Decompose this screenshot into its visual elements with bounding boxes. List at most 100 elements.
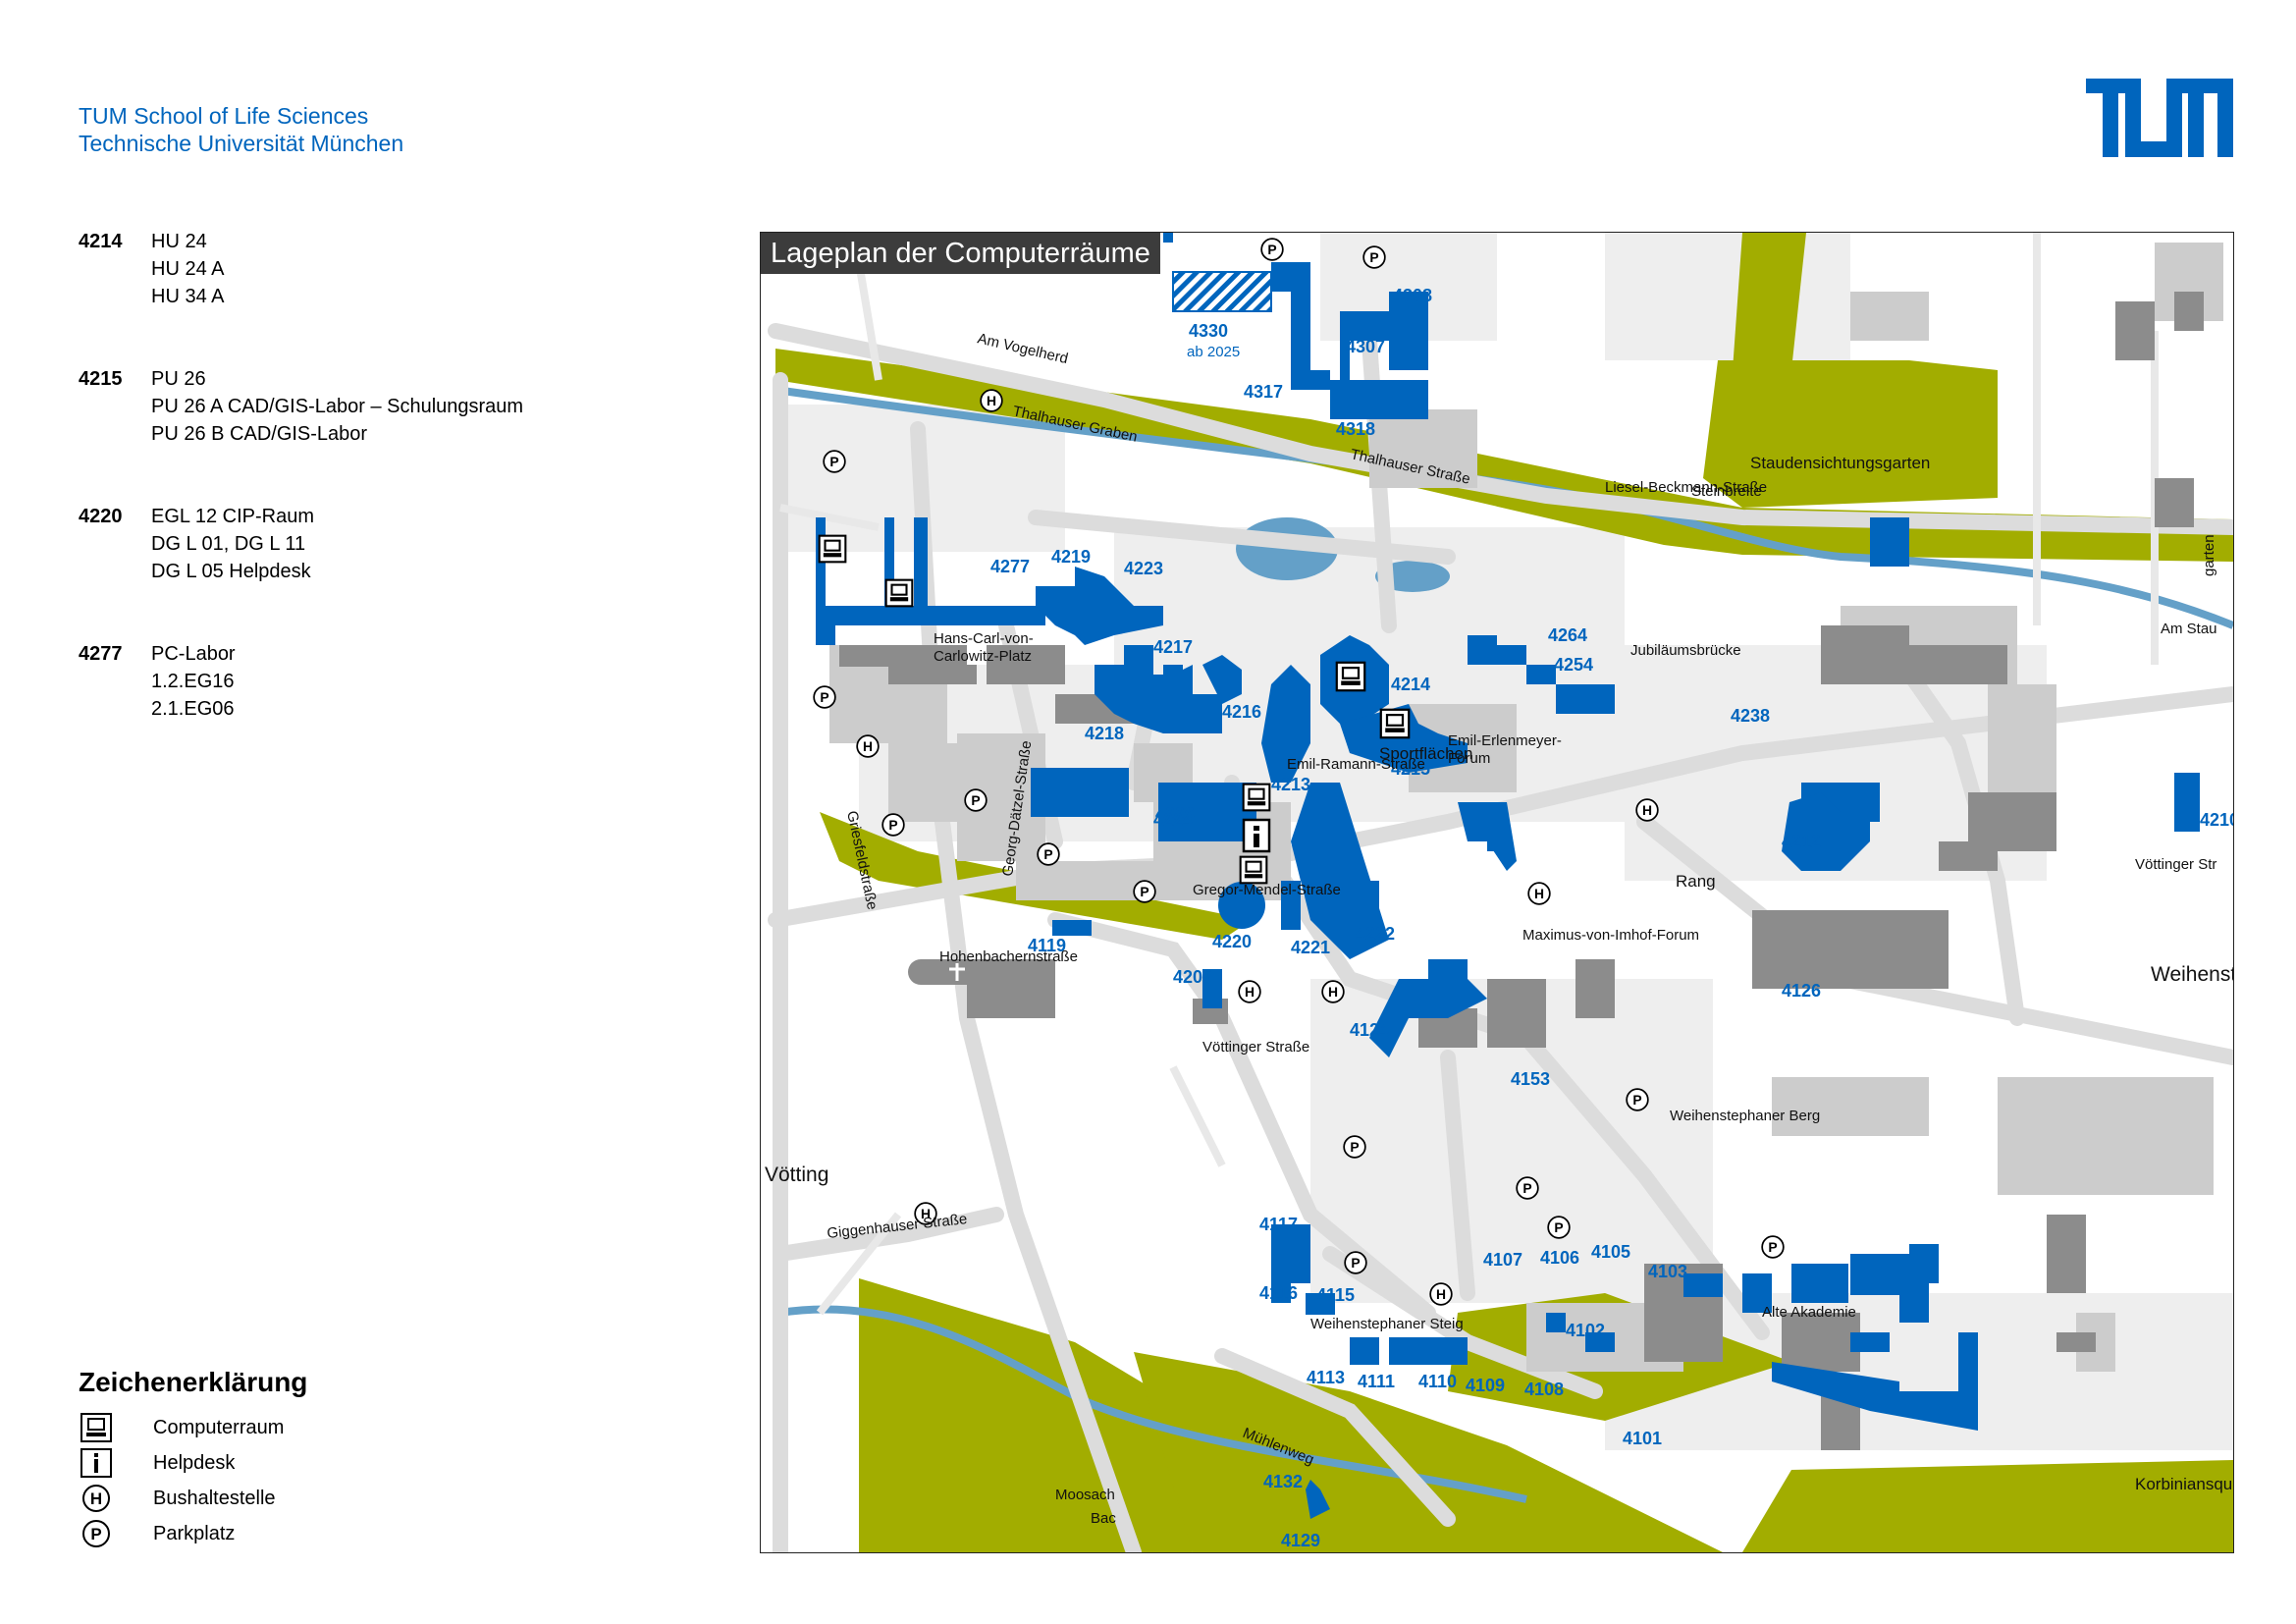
label-4213: 4213 xyxy=(1271,775,1310,794)
label-4109: 4109 xyxy=(1466,1376,1505,1395)
legend-item-computer: Computerraum xyxy=(79,1410,307,1445)
label-4223: 4223 xyxy=(1124,559,1163,578)
place-weihenstephan: Weihenstep xyxy=(2151,963,2233,986)
label-4103: 4103 xyxy=(1648,1262,1687,1281)
svg-text:H: H xyxy=(90,1489,102,1508)
label-4308: 4308 xyxy=(1393,286,1432,305)
label-4277: 4277 xyxy=(990,557,1030,576)
label-4238: 4238 xyxy=(1731,706,1770,726)
computer-room-markers[interactable] xyxy=(818,534,1411,885)
legend-title: Zeichenerklärung xyxy=(79,1367,308,1397)
room-entry: DG L 05 Helpdesk xyxy=(151,561,311,582)
label-4226: 4226 xyxy=(1155,804,1195,824)
label-4217: 4217 xyxy=(1153,637,1193,657)
parking-icon xyxy=(1344,1251,1367,1274)
parking-icon xyxy=(1761,1235,1785,1259)
university-name: Technische Universität München xyxy=(79,131,404,156)
street-steinbreite: Steinbreite xyxy=(1691,483,1762,500)
bus-stop-icon xyxy=(1527,882,1551,905)
svg-text:P: P xyxy=(90,1525,101,1543)
room-group-4215: 4215 PU 26 PU 26 A CAD/GIS-Labor – Schul… xyxy=(79,365,523,448)
bus-stop-icon xyxy=(1429,1282,1453,1306)
label-4108: 4108 xyxy=(1524,1380,1564,1399)
label-4101: 4101 xyxy=(1623,1429,1662,1448)
computer-icon xyxy=(1239,855,1268,885)
parking-icon xyxy=(1133,880,1156,903)
street-weihenstephaner-steig: Weihenstephaner Steig xyxy=(1310,1316,1464,1332)
tum-logo xyxy=(2086,79,2233,157)
river-moosach: Moosach xyxy=(1055,1487,1115,1503)
place-staudensichtungsgarten: Staudensichtungsgarten xyxy=(1750,454,1930,472)
bus-stop-icon xyxy=(1238,980,1261,1003)
street-voettinger-east: Vöttinger Str xyxy=(2135,856,2216,873)
label-4126: 4126 xyxy=(1782,981,1821,1001)
label-4216: 4216 xyxy=(1222,702,1261,722)
label-4110: 4110 xyxy=(1418,1372,1457,1391)
street-alte-akademie: Alte Akademie xyxy=(1762,1304,1856,1321)
label-4318: 4318 xyxy=(1336,419,1375,439)
room-entry: DG L 01, DG L 11 xyxy=(151,533,306,555)
label-4220: 4220 xyxy=(1212,932,1252,951)
label-4124: 4124 xyxy=(1350,1020,1389,1040)
street-emil-ramann: Emil-Ramann-Straße xyxy=(1287,756,1425,773)
label-4214: 4214 xyxy=(1391,675,1430,694)
label-4117: 4117 xyxy=(1259,1215,1298,1234)
legend-label: Helpdesk xyxy=(153,1451,236,1474)
tum-buildings[interactable] xyxy=(816,233,2200,1519)
room-entry: HU 24 xyxy=(151,231,207,252)
computer-icon xyxy=(818,534,847,564)
parking-icon xyxy=(1516,1176,1539,1200)
street-hans-carl-2: Carlowitz-Platz xyxy=(934,648,1032,665)
street-gregor-mendel: Gregor-Mendel-Straße xyxy=(1193,882,1341,898)
place-voetting: Vötting xyxy=(765,1164,828,1186)
room-entry: 1.2.EG16 xyxy=(151,671,235,692)
parking-icon xyxy=(1362,245,1386,269)
street-maximus: Maximus-von-Imhof-Forum xyxy=(1522,927,1699,944)
street-emil-erlenmeyer-1: Emil-Erlenmeyer- xyxy=(1448,732,1562,749)
street-voettinger: Vöttinger Straße xyxy=(1202,1039,1309,1056)
parking-icon: P xyxy=(82,1520,110,1547)
parking-icon xyxy=(964,788,988,812)
label-4205: 4205 xyxy=(1173,967,1212,987)
bus-stop-icon xyxy=(856,734,880,758)
room-group-4220: 4220 EGL 12 CIP-Raum DG L 01, DG L 11 DG… xyxy=(79,503,523,585)
label-4264: 4264 xyxy=(1548,625,1587,645)
building-labels: 4330 ab 2025 4317 4307 4308 4318 4277 42… xyxy=(990,286,2233,1550)
place-labels: Staudensichtungsgarten Sportflächen Rang… xyxy=(765,454,2233,1493)
room-entry: HU 24 A xyxy=(151,258,225,280)
street-bac: Bac xyxy=(1091,1510,1116,1527)
building-4212[interactable] xyxy=(1782,792,1870,871)
label-4106: 4106 xyxy=(1540,1248,1579,1268)
label-4113: 4113 xyxy=(1307,1368,1345,1387)
map-canvas[interactable]: H P xyxy=(761,233,2233,1552)
room-group-4214: 4214 HU 24 HU 24 A HU 34 A xyxy=(79,228,523,310)
legend: Zeichenerklärung Computerraum Helpdesk H… xyxy=(79,1367,307,1551)
computer-icon xyxy=(884,578,914,608)
street-hans-carl-1: Hans-Carl-von- xyxy=(934,630,1034,647)
label-4102: 4102 xyxy=(1566,1321,1605,1340)
room-entry: PC-Labor xyxy=(151,643,236,665)
street-weihenstephaner-berg: Weihenstephaner Berg xyxy=(1670,1108,1820,1124)
map-title: Lageplan der Computerräume xyxy=(761,233,1160,274)
parking-icon xyxy=(1626,1088,1649,1111)
bus-stop-icon xyxy=(1635,798,1659,822)
room-entry: HU 34 A xyxy=(151,286,225,307)
label-4218: 4218 xyxy=(1085,724,1124,743)
label-4107: 4107 xyxy=(1483,1250,1522,1270)
label-4330: 4330 xyxy=(1189,321,1228,341)
building-number: 4214 xyxy=(79,231,123,252)
note-4330: ab 2025 xyxy=(1187,344,1240,360)
label-4119: 4119 xyxy=(1028,936,1066,955)
campus-map[interactable]: Lageplan der Computerräume H P xyxy=(760,232,2234,1553)
parking-icon xyxy=(813,685,836,709)
parking-icon xyxy=(1343,1135,1366,1159)
parking-icon xyxy=(1547,1216,1571,1239)
room-list: 4214 HU 24 HU 24 A HU 34 A 4215 PU 26 PU… xyxy=(79,228,523,778)
label-4221: 4221 xyxy=(1291,938,1330,957)
label-4215: 4215 xyxy=(1391,759,1430,779)
place-rang: Rang xyxy=(1676,872,1716,891)
bus-stop-icon xyxy=(980,389,1003,412)
street-am-stau: Am Stau xyxy=(2161,621,2217,637)
label-4116: 4116 xyxy=(1259,1283,1298,1303)
bus-stop-icon xyxy=(1321,980,1345,1003)
